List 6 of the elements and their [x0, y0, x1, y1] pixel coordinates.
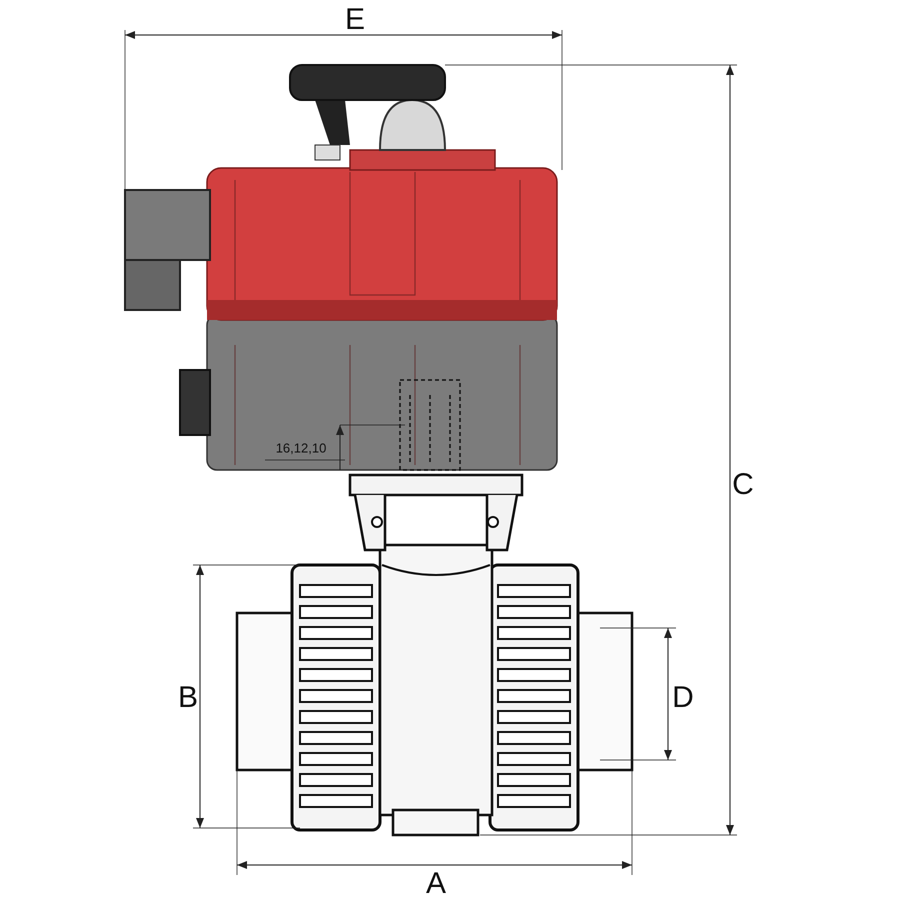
dimension-letter: E	[345, 5, 365, 35]
dimension-letter: B	[178, 683, 198, 713]
dimension-letter: D	[672, 683, 694, 713]
dimension-value: 16,12,10	[276, 442, 326, 454]
dimension-letter: C	[732, 470, 754, 500]
dimension-letter: A	[426, 869, 446, 899]
